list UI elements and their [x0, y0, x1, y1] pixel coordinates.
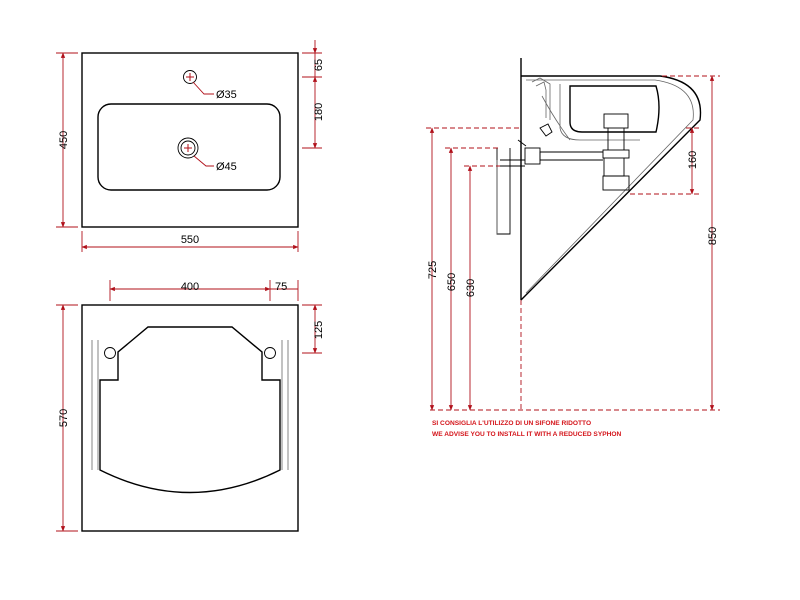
dim-label-125: 125 — [313, 321, 325, 339]
tap-diameter-label: Ø35 — [216, 89, 237, 101]
bottom-view: 570 400 75 125 — [56, 280, 325, 532]
dim-label-725: 725 — [427, 261, 439, 279]
bottom-view-outline — [81, 304, 299, 532]
tap-hole-icon — [183, 70, 197, 84]
basin-outline — [97, 103, 281, 191]
fixing-hole-left-icon — [104, 347, 116, 359]
dim-label-570: 570 — [58, 409, 70, 427]
syphon-trap — [602, 175, 630, 191]
top-view: Ø35 Ø45 450 550 65 180 — [56, 40, 325, 252]
drain-hole-icon — [177, 137, 199, 159]
dim-label-450: 450 — [58, 131, 70, 149]
fixing-hole-right-icon — [264, 347, 276, 359]
dim-label-850: 850 — [707, 227, 719, 245]
side-view: 725 650 630 850 160 SI CONSIGLIA L'UTILI… — [426, 58, 720, 438]
underside-cavity-outline — [99, 326, 281, 494]
drain-diameter-label: Ø45 — [216, 161, 237, 173]
note-english: WE ADVISE YOU TO INSTALL IT WITH A REDUC… — [432, 431, 622, 438]
dim-label-75: 75 — [275, 281, 287, 293]
dim-label-630: 630 — [465, 279, 477, 297]
basin-body-outline — [520, 75, 702, 301]
dim-label-550: 550 — [181, 234, 199, 246]
tap-leader — [192, 81, 214, 95]
drain-leader — [193, 155, 214, 167]
note-italian: SI CONSIGLIA L'UTILIZZO DI UN SIFONE RID… — [432, 420, 591, 427]
dim-label-160: 160 — [687, 151, 699, 169]
dim-label-400: 400 — [181, 281, 199, 293]
bowl-inner-outline — [569, 85, 660, 133]
dim-label-180: 180 — [313, 103, 325, 121]
dim-label-65: 65 — [313, 59, 325, 71]
top-view-outline — [81, 52, 299, 228]
dim-label-650: 650 — [446, 273, 458, 291]
waste-pipe — [496, 148, 511, 235]
drain-fitting — [603, 113, 629, 129]
